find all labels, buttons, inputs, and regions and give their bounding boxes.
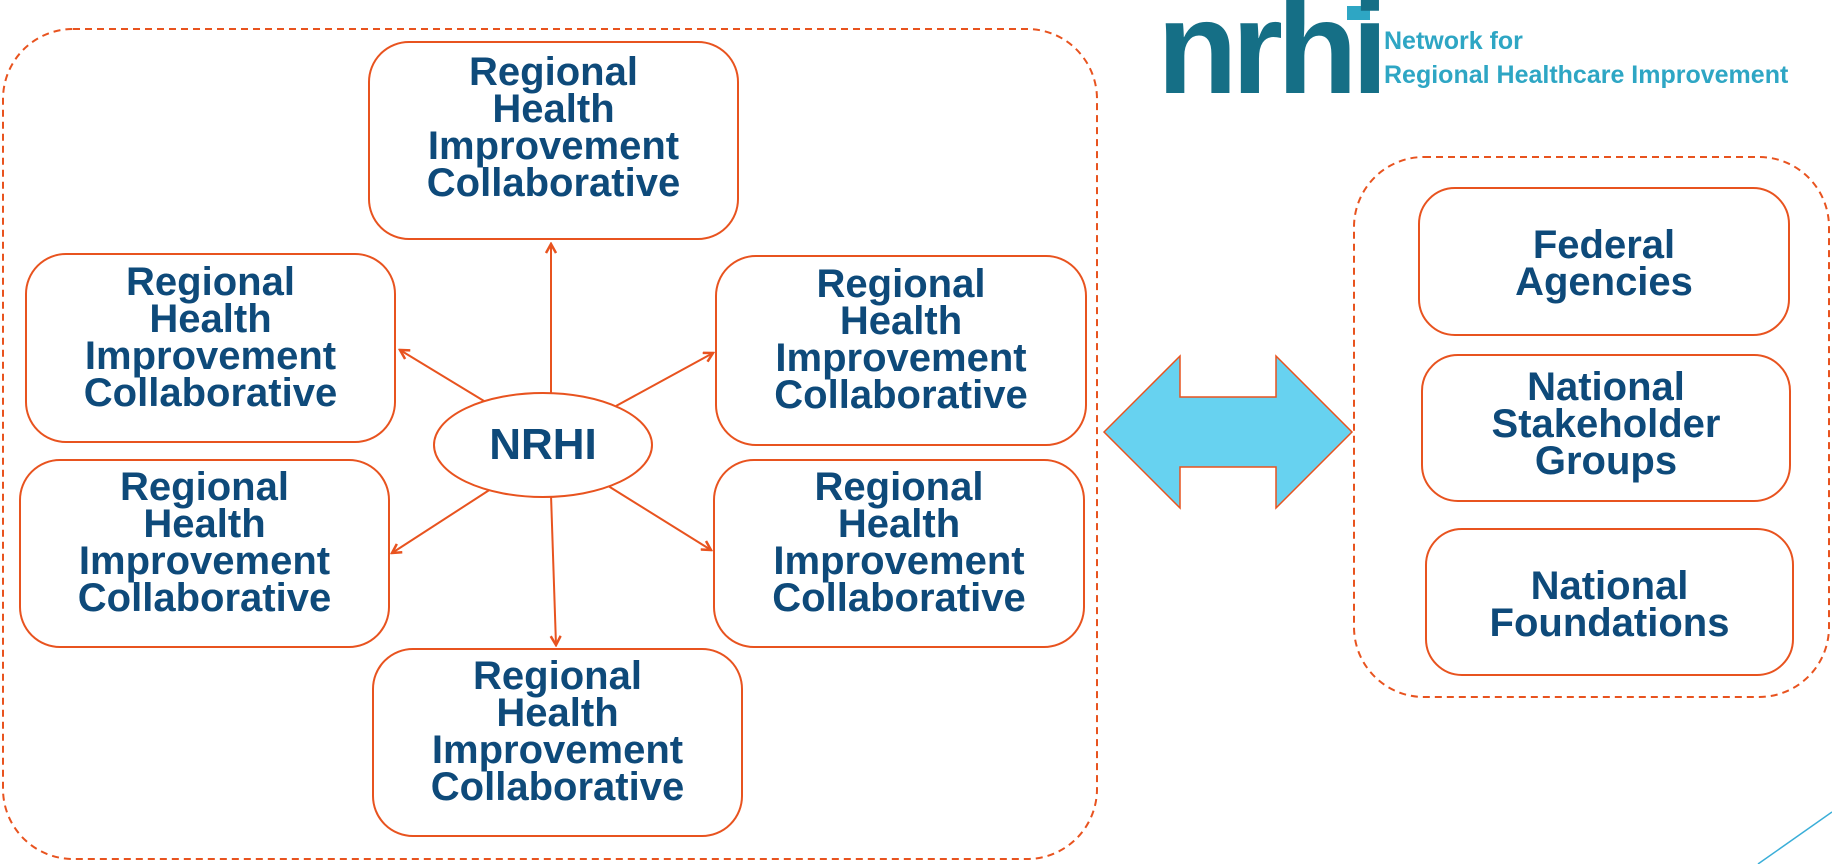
logo-i-dot [1347, 6, 1370, 20]
spoke-arrow-upper-left [400, 350, 485, 402]
spoke-arrow-lower-left [392, 486, 495, 553]
spoke-arrow-bottom [551, 494, 556, 645]
regional-group-container [2, 28, 1098, 860]
regional-box-upper-left [25, 253, 396, 443]
double-headed-arrow-icon [1102, 354, 1354, 510]
regional-box-lower-right [713, 459, 1085, 648]
partner-box-stakeholder [1421, 354, 1791, 502]
hub-ellipse [433, 392, 653, 498]
logo-wordmark: nrhi [1157, 0, 1388, 121]
spoke-arrow-lower-right [604, 483, 711, 550]
corner-decoration-line [1757, 811, 1832, 864]
regional-box-top [368, 41, 739, 240]
partner-box-federal [1418, 187, 1790, 336]
partner-box-foundations [1425, 528, 1794, 676]
logo-tagline-line1: Network for [1384, 27, 1523, 55]
national-group-container [1353, 156, 1830, 698]
regional-box-bottom [372, 648, 743, 837]
hub-label: NRHI [489, 420, 597, 469]
regional-box-lower-left [19, 459, 390, 648]
logo-tagline-line2: Regional Healthcare Improvement [1384, 61, 1789, 89]
spoke-arrow-upper-right [615, 353, 713, 407]
regional-box-upper-right [715, 255, 1087, 446]
